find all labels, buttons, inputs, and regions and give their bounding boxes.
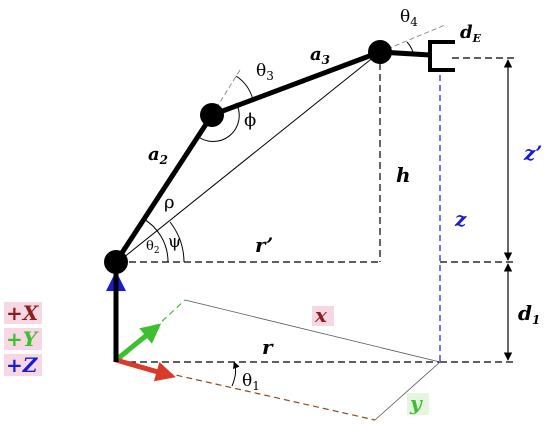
- label-x: x: [314, 303, 328, 327]
- joint-wrist: [368, 40, 392, 64]
- label-theta2: θ2: [146, 239, 160, 256]
- legend-x-bg: [4, 302, 42, 324]
- x-label-highlight: [312, 306, 334, 326]
- label-rho: ρ: [164, 192, 175, 213]
- label-phi: ϕ: [244, 110, 256, 131]
- psi-arc: [169, 221, 185, 263]
- legend-y: +Y: [6, 327, 39, 351]
- label-z: z: [454, 207, 467, 231]
- ground-diagonal-line: [184, 299, 441, 363]
- label-theta1: θ1: [242, 371, 260, 393]
- ground-closing-line: [374, 361, 441, 421]
- y-label-highlight: [407, 393, 429, 415]
- legend-z: +Z: [6, 353, 39, 377]
- rho-line: [117, 51, 381, 263]
- label-r-prime: r’: [255, 233, 273, 257]
- legend-z-bg: [4, 354, 42, 376]
- theta1-arc: [231, 361, 240, 387]
- axis-legend: +X +Y +Z: [4, 301, 42, 377]
- label-r: r: [262, 335, 274, 359]
- label-dE: dE: [460, 22, 482, 45]
- link-a3: [211, 49, 381, 118]
- y-axis-arrow: [114, 323, 162, 362]
- legend-y-bg: [4, 328, 42, 350]
- legend-x: +X: [6, 301, 40, 325]
- joint-elbow: [200, 103, 224, 127]
- gripper: [428, 40, 455, 72]
- label-h: h: [396, 163, 411, 187]
- joint-shoulder: [104, 250, 128, 274]
- label-theta3: θ3: [256, 61, 274, 83]
- label-theta4: θ4: [400, 7, 418, 29]
- label-psi: ψ: [168, 232, 181, 252]
- theta3-arc: [235, 75, 254, 101]
- label-z-prime: z’: [523, 141, 542, 165]
- label-a2: a2: [148, 144, 168, 167]
- link-a2: [113, 113, 215, 264]
- x-axis-arrow: [115, 357, 176, 382]
- label-y: y: [409, 391, 423, 415]
- label-d1: d1: [518, 301, 540, 327]
- phi-arc: [195, 102, 240, 142]
- label-a3: a3: [310, 44, 330, 67]
- theta2-arc: [141, 217, 169, 263]
